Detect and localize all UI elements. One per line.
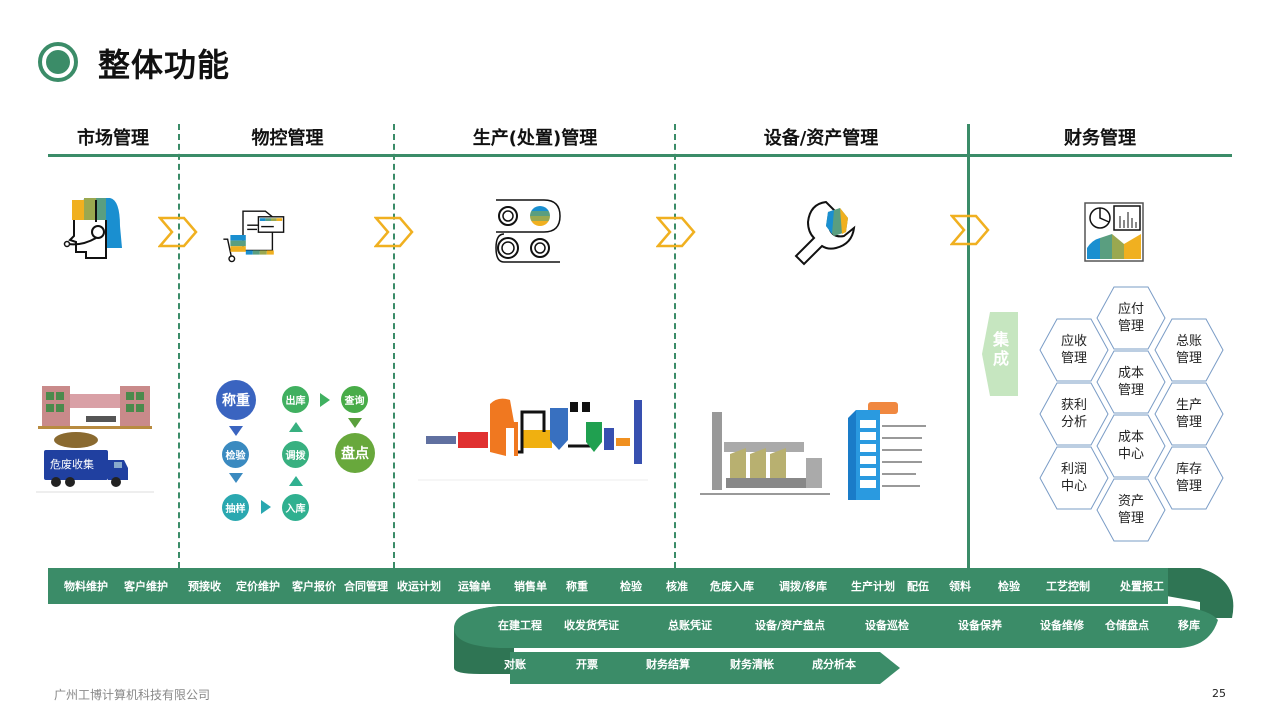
column-divider: [674, 124, 676, 568]
analytics-dashboard-icon: [1084, 202, 1144, 262]
page-number: 25: [1212, 687, 1226, 700]
integrate-tag: [982, 312, 1018, 396]
flow-arrow-right: [320, 393, 330, 407]
ribbon-item: 检验: [620, 580, 642, 593]
ribbon-item: 在建工程: [498, 619, 542, 632]
hex-cell: 库存 管理: [1154, 446, 1224, 510]
hex-cell: 应付 管理: [1096, 286, 1166, 350]
customer-service-headset-icon: [63, 198, 122, 259]
ribbon-item: 配伍: [907, 580, 929, 593]
ribbon-item: 收发货凭证: [564, 619, 619, 632]
ribbon-item: 客户维护: [124, 580, 168, 593]
ribbon-item: 领料: [949, 580, 971, 593]
ribbon-item: 定价维护: [236, 580, 280, 593]
ribbon-item: 工艺控制: [1046, 580, 1090, 593]
ribbon-item: 收运计划: [397, 580, 441, 593]
ribbon-item: 财务清帐: [730, 658, 774, 671]
flow-arrow-down: [229, 473, 243, 483]
ribbon-item: 设备巡检: [865, 619, 909, 632]
ribbon-row-1: [48, 568, 1168, 604]
flow-node-stock-out: 出库: [282, 386, 309, 413]
flow-node-transfer: 调拨: [282, 441, 309, 468]
flow-arrow-down: [348, 418, 362, 428]
flow-arrow-right: [261, 500, 271, 514]
column-header-finance: 财务管理: [1064, 128, 1136, 149]
waste-collection-illustration: 危废收集: [36, 386, 154, 493]
chevron-right-icon: [374, 216, 414, 248]
page-title: 整体功能: [98, 46, 231, 84]
ribbon-item: 物料维护: [64, 580, 108, 593]
finance-divider: [967, 124, 970, 568]
flow-arrow-up: [289, 422, 303, 432]
ribbon-item: 调拨/移库: [779, 580, 828, 593]
ribbon-item: 危废入库: [710, 580, 754, 593]
hex-cell: 成本 管理: [1096, 350, 1166, 414]
company-name: 广州工博计算机科技有限公司: [54, 688, 211, 702]
flow-node-stock-in: 入库: [282, 494, 309, 521]
flow-node-weigh: 称重: [216, 380, 256, 420]
flow-node-sample: 抽样: [222, 494, 249, 521]
ribbon-item: 处置报工: [1120, 580, 1164, 593]
hex-cell: 成本 中心: [1096, 414, 1166, 478]
header-divider: [48, 154, 1232, 157]
ribbon-item: 开票: [576, 658, 598, 671]
ribbon-item: 合同管理: [344, 580, 388, 593]
ribbon-item: 设备保养: [958, 619, 1002, 632]
hex-cell: 资产 管理: [1096, 478, 1166, 542]
ribbon-item: 称重: [566, 580, 588, 593]
disposal-process-diagram: [418, 398, 648, 481]
hex-cell: 应收 管理: [1039, 318, 1109, 382]
ribbon-item: 预接收: [188, 580, 221, 593]
truck-label: 危废收集: [50, 457, 94, 471]
flow-arrow-up: [289, 476, 303, 486]
column-header-production: 生产(处置)管理: [472, 128, 598, 149]
conveyor-rollers-icon: [495, 199, 561, 263]
flow-node-inventory: 盘点: [335, 433, 375, 473]
ribbon-item: 核准: [666, 580, 688, 593]
wrench-hexnut-icon: [794, 200, 856, 266]
ribbon-item: 仓储盘点: [1105, 619, 1149, 632]
flow-node-query: 查询: [341, 386, 368, 413]
hex-cell: 生产 管理: [1154, 382, 1224, 446]
ribbon-item: 移库: [1178, 619, 1200, 632]
ribbon-item: 财务结算: [646, 658, 690, 671]
ribbon-item: 设备/资产盘点: [755, 619, 826, 632]
hex-cell: 利润 中心: [1039, 446, 1109, 510]
hex-cell: 总账 管理: [1154, 318, 1224, 382]
chevron-right-icon: [656, 216, 696, 248]
ribbon-item: 对账: [504, 658, 526, 671]
flow-arrow-down: [229, 426, 243, 436]
cart-invoice-card-icon: [223, 210, 285, 263]
ribbon-item: 成分析本: [812, 658, 856, 671]
column-header-material: 物控管理: [251, 128, 324, 149]
column-header-equipment: 设备/资产管理: [763, 128, 879, 149]
flow-node-inspect: 检验: [222, 441, 249, 468]
ribbon-curves: [454, 568, 1234, 684]
hex-cell: 获利 分析: [1039, 382, 1109, 446]
ribbon-item: 客户报价: [292, 580, 336, 593]
ribbon-item: 生产计划: [851, 580, 895, 593]
ribbon-item: 总账凭证: [668, 619, 712, 632]
ribbon-item: 销售单: [514, 580, 547, 593]
target-circle-icon: [38, 42, 78, 82]
chevron-right-icon: [950, 214, 990, 246]
ribbon-item: 运输单: [458, 580, 491, 593]
waste-gas-treatment-equipment: [700, 412, 830, 495]
asset-management-diagram: [848, 402, 926, 500]
integrate-label: 集成: [992, 330, 1009, 368]
ribbon-item: 设备维修: [1040, 619, 1084, 632]
column-header-market: 市场管理: [77, 128, 149, 149]
ribbon-item: 检验: [998, 580, 1020, 593]
column-divider: [178, 124, 180, 568]
chevron-right-icon: [158, 216, 198, 248]
column-divider: [393, 124, 395, 568]
